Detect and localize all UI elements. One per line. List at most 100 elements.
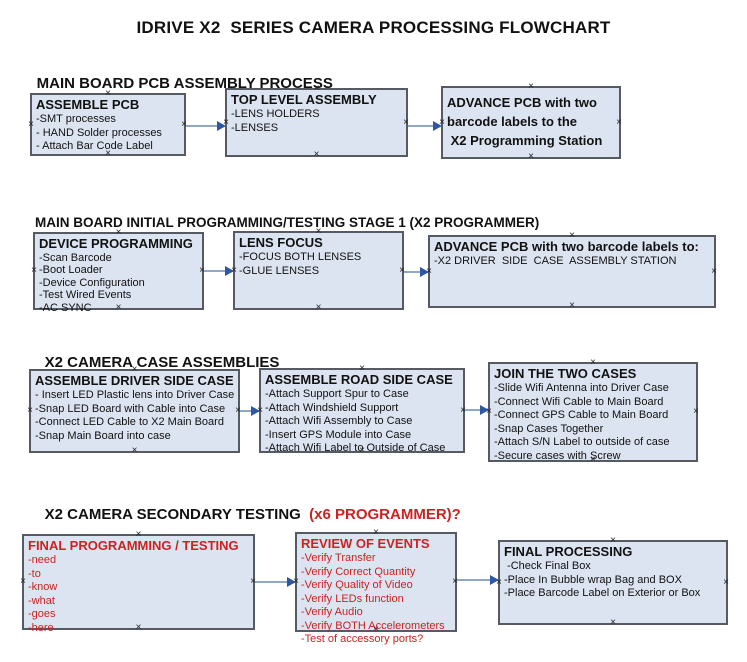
box-item: -Connect Wifi Cable to Main Board [494,395,664,408]
box-item: -X2 DRIVER SIDE CASE ASSEMBLY STATION [434,255,677,267]
connection-point-icon: × [723,576,729,588]
connection-point-icon: × [27,405,33,416]
arrow-line [404,271,423,273]
flow-box-advance-pcb-programming-station: × × × × ADVANCE PCB with two barcode lab… [439,82,622,162]
box-item: -Check Final Box [504,560,591,572]
section-header-text: X2 CAMERA CASE ASSEMBLIES [44,354,280,371]
section-header-text: X2 CAMERA SECONDARY TESTING [44,506,310,523]
connection-point-icon: × [528,151,534,162]
box-item: -what [28,594,55,607]
box-title: JOIN THE TWO CASES [494,366,637,381]
box-title: ASSEMBLE PCB [36,97,140,112]
flow-box-review-of-events: × × × × REVIEW OF EVENTS -Verify Transfe… [293,528,458,646]
box-item: -Verify Audio [301,606,363,618]
connection-point-icon: × [616,116,622,128]
box-title: ASSEMBLE DRIVER SIDE CASE [35,373,234,388]
flow-box-top-level-assembly: × × × × TOP LEVEL ASSEMBLY -LENS HOLDERS… [223,84,409,160]
box-item: -Attach Support Spur to Case [265,388,409,400]
box-item: - HAND Solder processes [36,126,162,139]
box-item: -SMT processes [36,113,116,125]
arrow-line [408,125,436,127]
box-item: -Place Barcode Label on Exterior or Box [504,587,701,599]
arrow-head-icon [225,266,234,276]
box-item: -Secure cases with Screw [494,449,621,462]
arrow-head-icon [490,575,499,585]
box-item: -need [28,554,57,566]
arrow-line [204,270,228,272]
box-item: -AC SYNC [39,301,92,314]
box-item: -Verify LEDs function [301,592,404,605]
box-item: -Verify Correct Quantity [301,565,416,578]
arrow-head-icon [287,577,296,587]
arrow-line [240,410,254,412]
box-item: -know [28,581,58,593]
arrow-head-icon [480,405,489,415]
box-item: -GLUE LENSES [239,264,320,277]
box-item: -to [28,567,41,580]
section-header-initial-programming: MAIN BOARD INITIAL PROGRAMMING/TESTING S… [20,200,539,245]
box-item: -Verify Transfer [301,552,376,564]
box-item: -Attach S/N Label to outside of case [494,436,670,448]
box-item: -Connect GPS Cable to Main Board [494,409,669,421]
box-item: -here [28,621,54,634]
box-title: ASSEMBLE ROAD SIDE CASE [265,372,453,387]
connection-point-icon: × [313,149,320,160]
box-item: -Attach Wifi Assembly to Case [265,415,413,427]
box-item: -Slide Wifi Antenna into Driver Case [494,382,669,394]
arrow-head-icon [217,121,226,131]
connection-point-icon: × [610,617,616,628]
section-header-red-text: (x6 PROGRAMMER)? [309,506,461,523]
flow-box-advance-pcb-driver-side-station: × × × × ADVANCE PCB with two barcode lab… [426,231,717,311]
section-header-text: MAIN BOARD PCB ASSEMBLY PROCESS [36,75,333,92]
flow-box-assemble-road-side-case: × × × × ASSEMBLE ROAD SIDE CASE -Attach … [257,364,466,456]
connection-point-icon: × [31,265,37,276]
section-header-text: MAIN BOARD INITIAL PROGRAMMING/TESTING S… [35,215,540,230]
section-header-secondary-testing: X2 CAMERA SECONDARY TESTING (x6 PROGRAMM… [28,489,461,540]
connection-point-icon: × [711,265,717,277]
box-item: -Scan Barcode [39,252,112,264]
box-item: -Snap Main Board into case [35,429,171,442]
connection-point-icon: × [569,300,575,311]
box-item: -Snap Cases Together [494,422,604,435]
section-header-pcb-assembly: MAIN BOARD PCB ASSEMBLY PROCESS [20,58,333,109]
box-title: ADVANCE PCB with two barcode labels to: [434,239,699,254]
flow-box-assemble-pcb: × × × × ASSEMBLE PCB -SMT processes - HA… [28,89,187,159]
box-item: -Test Wired Events [39,289,132,302]
arrow-line [186,125,220,127]
box-item: -LENSES [231,121,279,134]
box-title: FINAL PROGRAMMING / TESTING [28,538,239,553]
box-title: DEVICE PROGRAMMING [39,236,193,251]
arrow-head-icon [251,406,260,416]
box-item: -Verify Quality of Video [301,579,413,591]
box-item: -Verify BOTH Accelerometers [301,619,445,632]
arrow-line [457,579,493,581]
box-item: - Insert LED Plastic lens into Driver Ca… [35,389,235,401]
box-item: -Connect LED Cable to X2 Main Board [35,416,224,428]
flow-box-device-programming: × × × × DEVICE PROGRAMMING -Scan Barcode… [31,228,205,314]
section-header-case-assemblies: X2 CAMERA CASE ASSEMBLIES [28,337,280,388]
flow-box-join-the-two-cases: × × × × JOIN THE TWO CASES -Slide Wifi A… [486,358,699,465]
box-item: -LENS HOLDERS [231,108,320,120]
flow-box-final-programming-testing: × × × × FINAL PROGRAMMING / TESTING -nee… [20,530,256,634]
flow-box-lens-focus: × × × × LENS FOCUS -FOCUS BOTH LENSES -G… [231,227,405,313]
box-item: -FOCUS BOTH LENSES [239,251,362,263]
arrow-head-icon [420,267,429,277]
box-title: TOP LEVEL ASSEMBLY [231,92,377,107]
box-item: -Attach Windshield Support [265,401,399,414]
box-item: -Snap LED Board with Cable into Case [35,402,226,415]
box-item: -Boot Loader [39,264,103,277]
arrow-line [465,409,483,411]
connection-point-icon: × [315,302,322,313]
connection-point-icon: × [20,576,26,587]
arrow-line [255,581,290,583]
flow-box-final-processing: × × × × FINAL PROCESSING -Check Final Bo… [496,536,729,628]
arrow-head-icon [433,121,442,131]
box-item: - Attach Bar Code Label [36,140,153,152]
connection-point-icon: × [693,406,699,417]
box-item: -Insert GPS Module into Case [265,428,412,441]
box-title: REVIEW OF EVENTS [301,536,430,551]
box-item: -Place In Bubble wrap Bag and BOX [504,573,682,586]
connection-point-icon: × [28,118,34,130]
box-item: -Device Configuration [39,276,145,289]
